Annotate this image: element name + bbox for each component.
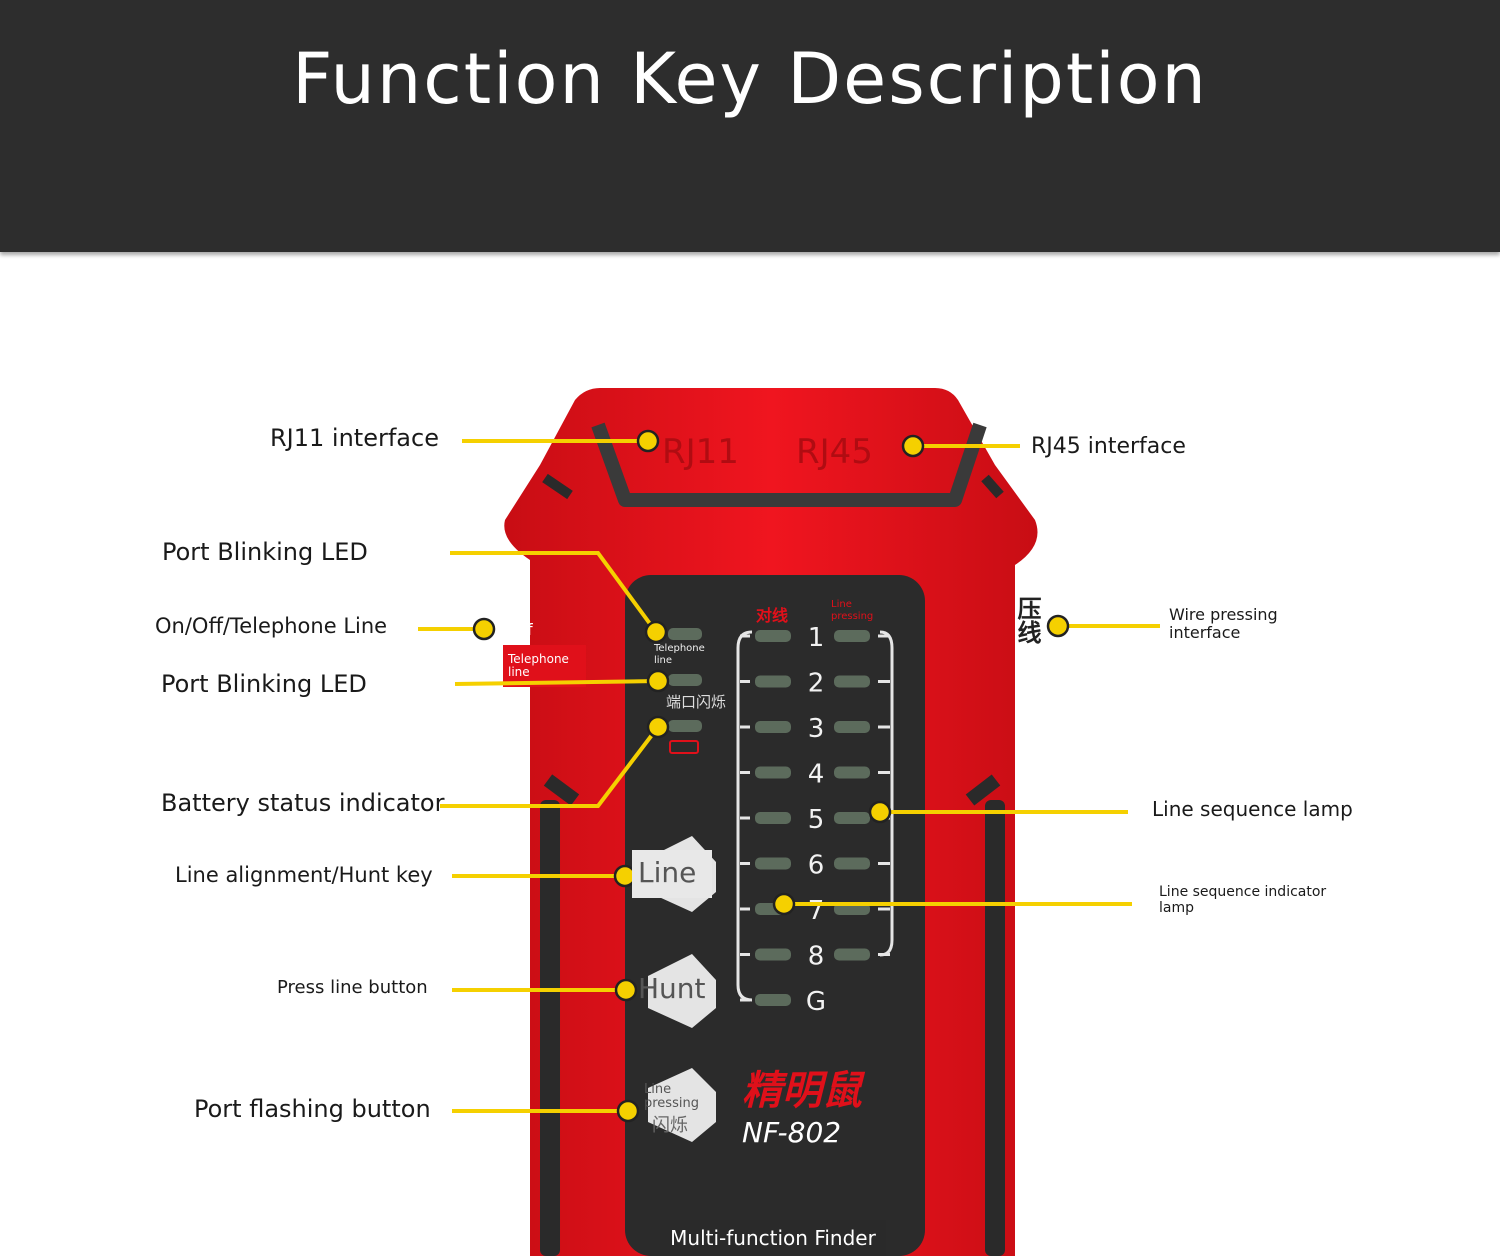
lamp-left-4 — [755, 766, 791, 779]
right-grip — [985, 800, 1005, 1256]
footer-caption: Multi-function Finder — [660, 1220, 886, 1256]
yaxian-label: 压线 — [1013, 596, 1041, 644]
wire-pressing-label: Wire pressing interface — [1169, 605, 1278, 642]
lamp-number-5: 5 — [808, 805, 825, 835]
rj45-label: RJ45 interface — [1031, 434, 1186, 459]
line-button-label[interactable]: Line — [632, 850, 712, 898]
lamp-left-8 — [755, 948, 791, 961]
brand-label: 精明鼠 — [742, 1067, 862, 1114]
port-led-1-pointer-dot — [644, 620, 668, 644]
wire-pressing-pointer-dot — [1046, 614, 1070, 638]
lamp-number-8: 8 — [808, 942, 825, 972]
line-seq-lamp-pointer-dot — [868, 800, 892, 824]
duixian-label: 对线 — [756, 606, 789, 625]
hunt-button-shape[interactable] — [648, 954, 716, 1028]
port-flash-cn-label: 端口闪烁 — [666, 693, 727, 711]
model-label: NF-802 — [742, 1116, 842, 1149]
port-led-2 — [668, 674, 702, 686]
lamp-right-6 — [834, 857, 870, 870]
rj11-label: RJ11 interface — [270, 424, 439, 452]
hunt-button-label[interactable]: Hunt — [638, 972, 706, 1005]
lamp-group: 1 2 3 4 5 6 7 8G — [740, 623, 890, 1017]
lamp-left-5 — [755, 812, 791, 824]
port-led-2-pointer-dot — [646, 669, 670, 693]
press-line-pointer-dot — [614, 978, 638, 1002]
lamp-left-3 — [755, 721, 791, 733]
port-led-2-pointer — [454, 679, 659, 686]
rj11-port-label: RJ11 — [662, 432, 739, 472]
rj45-port-label: RJ45 — [796, 432, 873, 472]
flash-button-cn-label: 闪烁 — [652, 1115, 688, 1136]
lamp-number-4: 4 — [808, 760, 825, 790]
battery-pointer-dot — [646, 715, 670, 739]
switch-on-label: On — [493, 592, 512, 615]
press-line-label: Press line button — [277, 977, 428, 998]
battery-icon — [669, 740, 699, 754]
lamp-number-3: 3 — [808, 714, 825, 744]
switch-label-bg — [503, 645, 586, 687]
lamp-right-1 — [834, 630, 870, 642]
lamp-right-3 — [834, 721, 870, 733]
pointer-lines — [418, 429, 1160, 1123]
port-flashing-label: Port flashing button — [194, 1095, 431, 1123]
switch-off-label: Off — [509, 620, 533, 639]
battery-label: Battery status indicator — [161, 789, 445, 817]
right-notch — [981, 474, 1004, 499]
page-title: Function Key Description — [292, 38, 1208, 120]
on-off-label: On/Off/Telephone Line — [155, 614, 388, 638]
port-blinking-led-label-2: Port Blinking LED — [161, 670, 367, 698]
lamp-right-8 — [834, 948, 870, 961]
lamp-left-2 — [755, 675, 791, 688]
right-grip-top — [965, 774, 1001, 806]
line-seq-lamp-label: Line sequence lamp — [1152, 797, 1353, 821]
lamp-right-5 — [834, 812, 870, 824]
battery-pointer — [440, 725, 660, 808]
line-pressing-top-label: Line pressing — [831, 599, 874, 622]
lamp-left-1 — [755, 630, 791, 642]
lamp-number-1: 1 — [808, 623, 825, 653]
lamp-number-7: 7 — [808, 896, 825, 926]
line-seq-indicator-pointer-dot — [772, 892, 796, 916]
port-bracket — [591, 422, 987, 507]
port-led-1 — [668, 628, 702, 640]
port-blinking-led-label-1: Port Blinking LED — [162, 538, 368, 566]
tel-line-small: Telephone line — [654, 643, 705, 666]
lamp-left-G — [755, 994, 791, 1006]
left-notch — [542, 473, 573, 500]
lamp-right-2 — [834, 675, 870, 688]
lamp-left-6 — [755, 857, 791, 870]
rj11-pointer-dot — [636, 429, 660, 453]
flash-button-en-label: Line pressing — [644, 1082, 699, 1111]
line-seq-indicator-label: Line sequence indicator lamp — [1159, 884, 1327, 916]
lamp-right-4 — [834, 766, 870, 779]
left-grip — [540, 800, 560, 1256]
port-flash-pointer-dot — [616, 1099, 640, 1123]
battery-led — [668, 720, 702, 732]
lamp-number-2: 2 — [808, 669, 825, 699]
lamp-number-6: 6 — [808, 851, 825, 881]
flash-button-shape[interactable] — [648, 1068, 716, 1142]
switch-tel-label: Telephone line — [508, 652, 569, 679]
left-grip-top — [543, 774, 580, 806]
on-off-pointer-dot — [472, 617, 496, 641]
lamp-number-G: G — [806, 987, 826, 1017]
port-led-1-pointer — [450, 551, 658, 634]
rj45-pointer-dot — [901, 434, 925, 458]
header-banner: Function Key Description — [0, 0, 1500, 252]
line-hunt-key-label: Line alignment/Hunt key — [175, 863, 433, 887]
